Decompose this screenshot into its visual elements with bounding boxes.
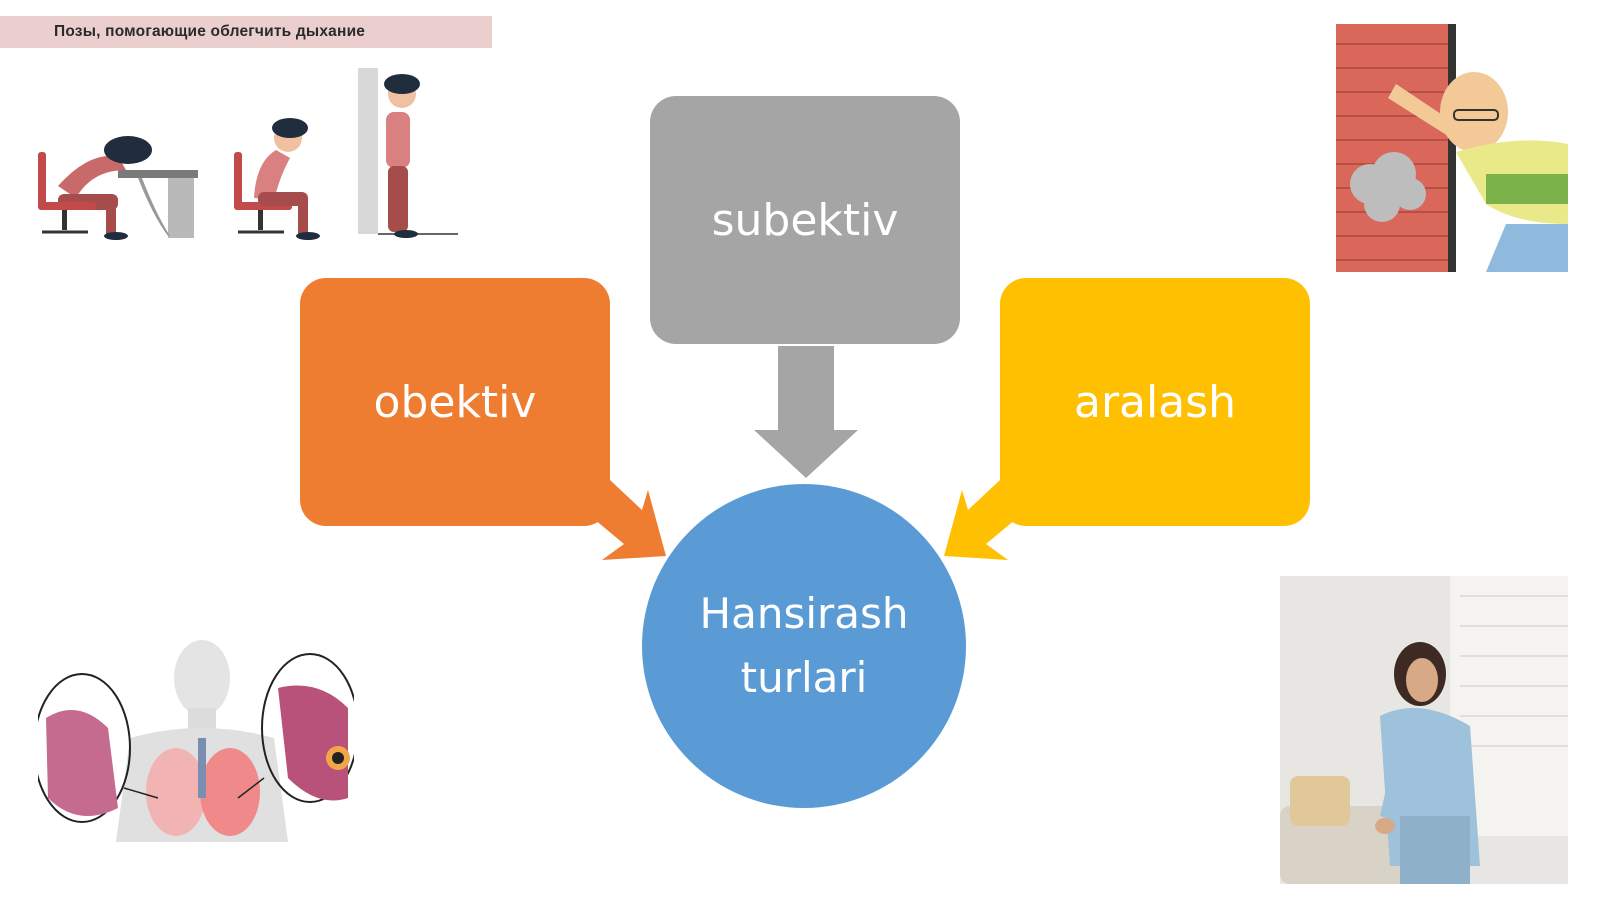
lungs-bronchi-anatomy-illustration xyxy=(38,638,354,842)
node-aralash: aralash xyxy=(1000,278,1310,526)
posture-sitting-icon xyxy=(234,118,320,240)
man-short-of-breath-cartoon xyxy=(1336,24,1568,272)
node-subektiv: subektiv xyxy=(650,96,960,344)
node-obektiv-label: obektiv xyxy=(373,376,537,428)
node-obektiv: obektiv xyxy=(300,278,610,526)
center-label-line1: Hansirash xyxy=(699,589,909,638)
node-aralash-label: aralash xyxy=(1073,376,1236,428)
posture-banner: Позы, помогающие облегчить дыхание xyxy=(0,16,492,48)
posture-desk-icon xyxy=(38,136,198,240)
posture-wall-icon xyxy=(358,68,458,238)
center-label-line2: turlari xyxy=(740,653,868,702)
node-subektiv-label: subektiv xyxy=(711,194,899,246)
node-hansirash-turlari: Hansirash turlari xyxy=(642,484,966,808)
breathing-postures-illustration xyxy=(38,68,458,240)
arrow-down-gray xyxy=(754,346,858,478)
woman-short-of-breath-photo xyxy=(1280,576,1568,884)
